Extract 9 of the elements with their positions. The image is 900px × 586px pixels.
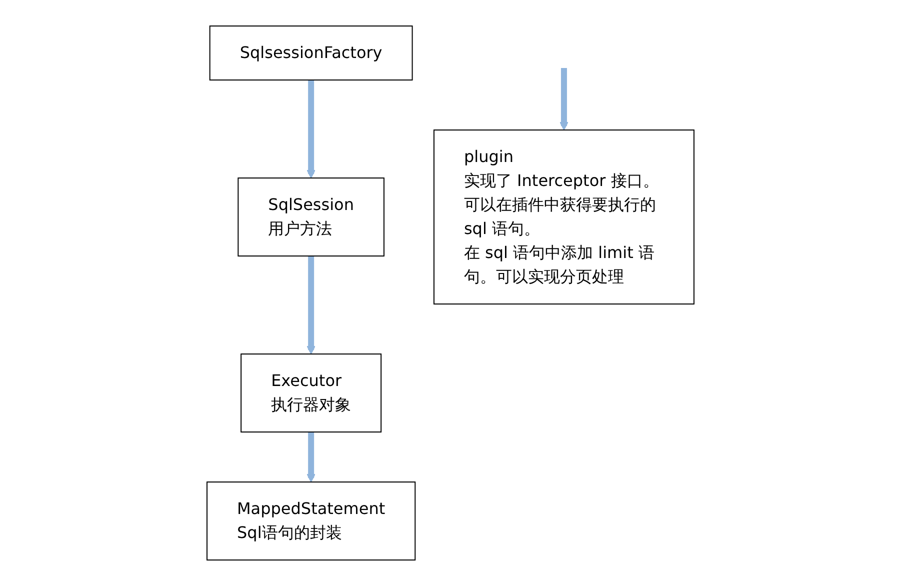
arrow xyxy=(306,256,315,354)
node-box: plugin 实现了 Interceptor 接口。 可以在插件中获得要执行的 sql 语句。 在 sql 语句中添加 limit 语句。可以实现分页处理 xyxy=(432,130,694,304)
arrow xyxy=(559,68,568,130)
node-box: SqlSession 用户方法 xyxy=(237,178,384,256)
node-box: SqlsessionFactory xyxy=(208,26,412,80)
node-box: MappedStatement Sql语句的封装 xyxy=(206,482,416,560)
node-box: Executor 执行器对象 xyxy=(240,354,382,432)
arrow xyxy=(306,80,315,178)
arrow xyxy=(306,432,315,482)
